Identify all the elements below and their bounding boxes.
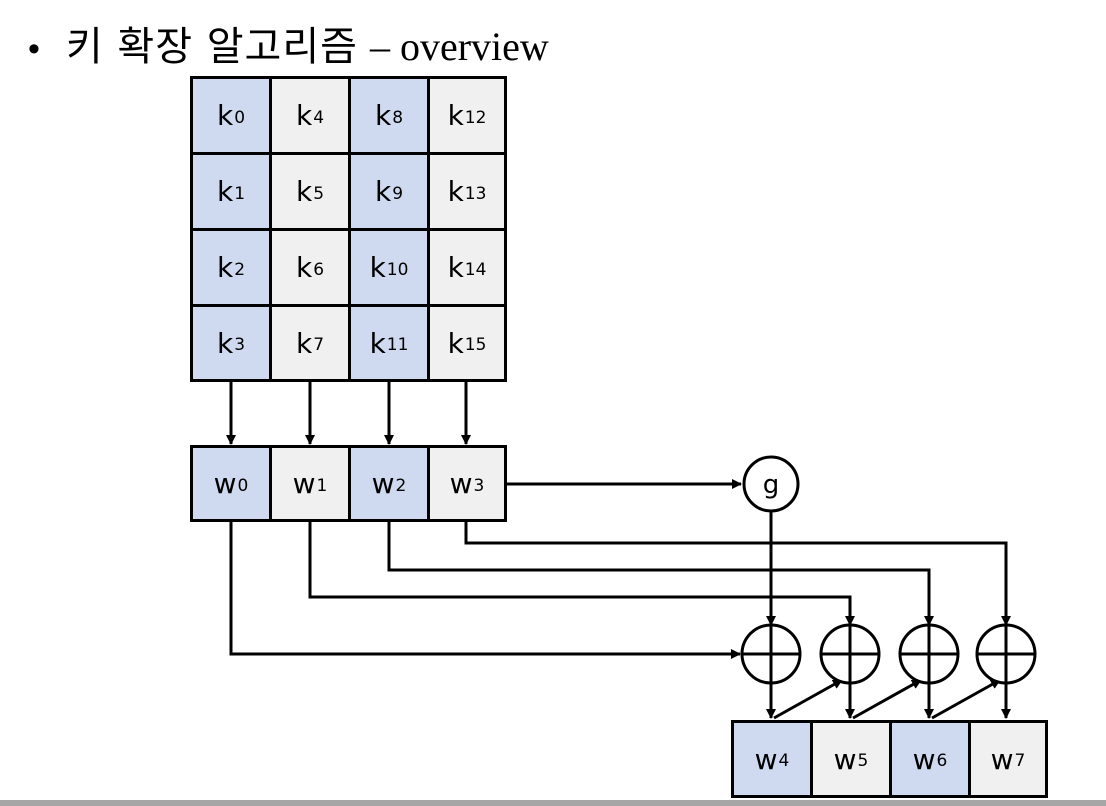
xor-icon (819, 623, 881, 685)
xor-icon (898, 623, 960, 685)
arrow-w1-to-xor2 (308, 522, 855, 626)
arrow-w2-to-xor3 (387, 522, 934, 626)
arrow-w0-to-xor1 (229, 522, 741, 659)
slide-bottom-bar (0, 800, 1106, 806)
xor-icon (740, 623, 802, 685)
title-dash: – (369, 24, 390, 69)
title-overview: overview (399, 24, 549, 69)
slide-title: • 키 확장 알고리즘 – overview (28, 14, 549, 74)
g-function-label: g (762, 470, 780, 500)
bullet-point: • (28, 30, 40, 68)
arrow-w6-to-xor4 (931, 678, 1001, 720)
arrow-w3-to-xor4 (464, 522, 1011, 626)
arrow-w4-to-xor2 (773, 678, 843, 720)
g-function-circle (742, 455, 800, 513)
title-korean: 키 확장 알고리즘 (65, 24, 358, 70)
xor-icon (975, 623, 1037, 685)
arrow-w5-to-xor3 (852, 678, 922, 720)
